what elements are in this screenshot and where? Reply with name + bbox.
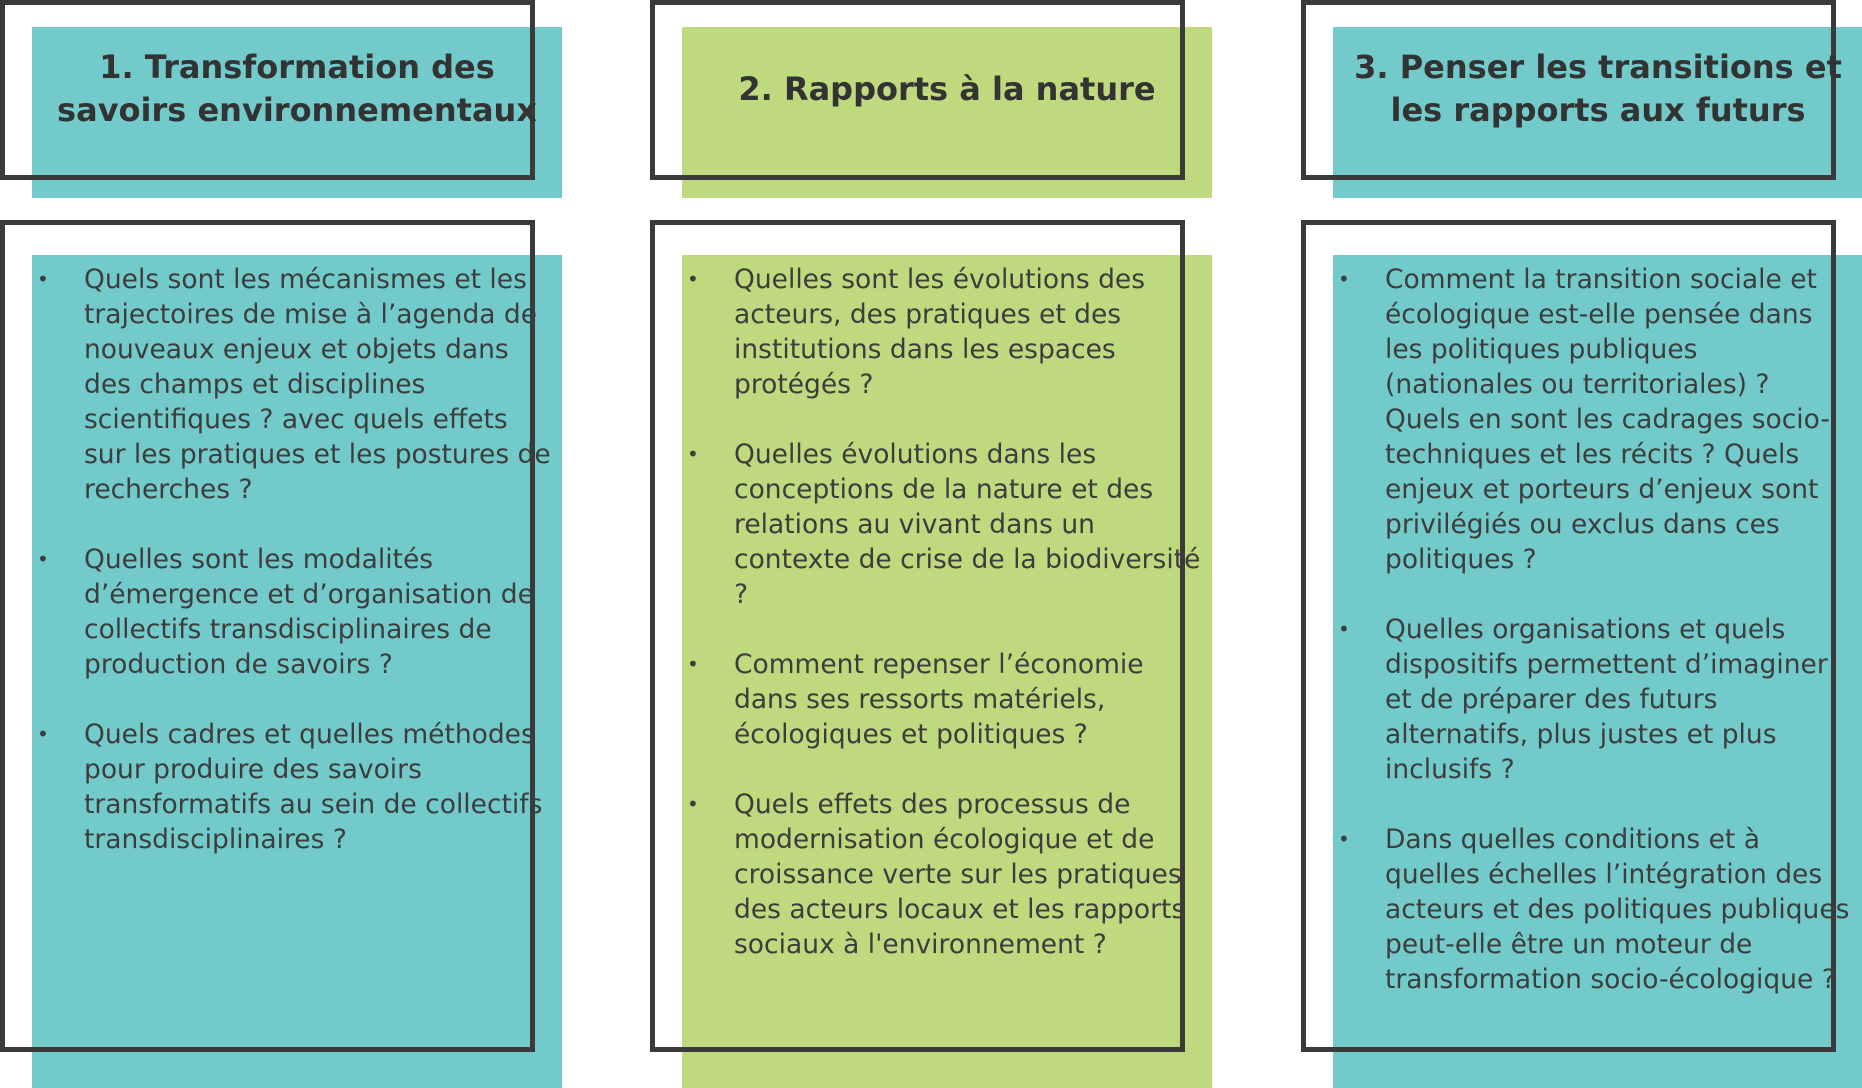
body-frame — [650, 220, 1185, 1052]
bullet-icon: • — [1338, 617, 1350, 641]
question-text: Quels sont les mécanismes et les traject… — [84, 264, 551, 505]
body-frame — [0, 220, 535, 1052]
question-item: • Quelles sont les modalités d’émergence… — [32, 542, 552, 682]
question-item: • Quels sont les mécanismes et les traje… — [32, 262, 552, 507]
bullet-icon: • — [687, 267, 699, 291]
header-fill — [682, 27, 1212, 198]
question-text: Dans quelles conditions et à quelles éch… — [1385, 824, 1850, 995]
question-item: • Dans quelles conditions et à quelles é… — [1333, 822, 1853, 997]
header-frame — [650, 0, 1185, 180]
body-fill — [1333, 255, 1862, 1088]
header-frame — [1301, 0, 1836, 180]
column-title-line: savoirs environnementaux — [57, 91, 537, 129]
body-frame — [1301, 220, 1836, 1052]
bullet-icon: • — [1338, 827, 1350, 851]
bullet-icon: • — [37, 267, 49, 291]
column-title-line: 3. Penser les transitions et — [1354, 48, 1842, 86]
question-text: Comment la transition sociale et écologi… — [1385, 264, 1830, 575]
question-text: Quelles sont les modalités d’émergence e… — [84, 544, 534, 680]
question-list: • Quels sont les mécanismes et les traje… — [32, 262, 552, 892]
question-item: • Quels effets des processus de modernis… — [682, 787, 1202, 962]
question-item: • Quelles organisations et quels disposi… — [1333, 612, 1853, 787]
column-title: 1. Transformation des savoirs environnem… — [32, 27, 562, 151]
header-fill — [1333, 27, 1862, 198]
bullet-icon: • — [37, 722, 49, 746]
bullet-icon: • — [687, 792, 699, 816]
question-item: • Quels cadres et quelles méthodes pour … — [32, 717, 552, 857]
bullet-icon: • — [687, 442, 699, 466]
question-item: • Comment la transition sociale et écolo… — [1333, 262, 1853, 577]
bullet-icon: • — [1338, 267, 1350, 291]
bullet-icon: • — [687, 652, 699, 676]
column-title-line: 2. Rapports à la nature — [738, 69, 1156, 108]
column-transformation-savoirs: 1. Transformation des savoirs environnem… — [0, 0, 562, 1088]
header-frame — [0, 0, 535, 180]
question-item: • Quelles sont les évolutions des acteur… — [682, 262, 1202, 402]
body-fill — [682, 255, 1212, 1088]
column-title: 3. Penser les transitions et les rapport… — [1333, 27, 1862, 151]
question-text: Quelles sont les évolutions des acteurs,… — [734, 264, 1146, 400]
question-list: • Quelles sont les évolutions des acteur… — [682, 262, 1202, 997]
column-title: 2. Rapports à la nature — [682, 27, 1212, 151]
question-text: Quels effets des processus de modernisat… — [734, 789, 1186, 960]
column-rapports-nature: 2. Rapports à la nature • Quelles sont l… — [650, 0, 1212, 1088]
question-text: Quelles organisations et quels dispositi… — [1385, 614, 1828, 785]
column-title-line: 1. Transformation des — [99, 48, 495, 86]
question-list: • Comment la transition sociale et écolo… — [1333, 262, 1853, 1032]
question-item: • Quelles évolutions dans les conception… — [682, 437, 1202, 612]
bullet-icon: • — [37, 547, 49, 571]
question-text: Quels cadres et quelles méthodes pour pr… — [84, 719, 543, 855]
column-title-line: les rapports aux futurs — [1390, 91, 1806, 129]
column-penser-transitions: 3. Penser les transitions et les rapport… — [1301, 0, 1862, 1088]
body-fill — [32, 255, 562, 1088]
question-text: Quelles évolutions dans les conceptions … — [734, 439, 1201, 610]
question-text: Comment repenser l’économie dans ses res… — [734, 649, 1144, 750]
header-fill — [32, 27, 562, 198]
question-item: • Comment repenser l’économie dans ses r… — [682, 647, 1202, 752]
